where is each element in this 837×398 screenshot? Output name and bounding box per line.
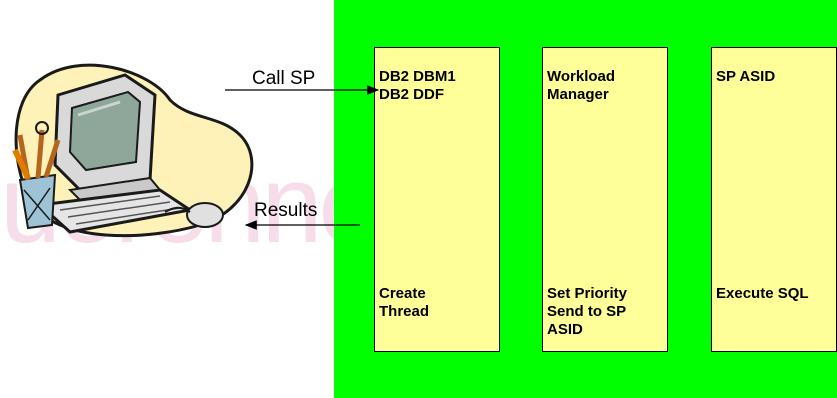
column-wlm: Workload Manager Set Priority Send to SP… — [542, 47, 668, 352]
column-sp-asid: SP ASID Execute SQL — [711, 47, 837, 352]
call-sp-label: Call SP — [252, 68, 316, 89]
db2-title: DB2 DBM1 DB2 DDF — [379, 68, 456, 103]
sp-asid-title: SP ASID — [716, 68, 776, 85]
computer-clipart-icon — [12, 63, 254, 238]
sp-asid-action: Execute SQL — [716, 285, 809, 302]
column-db2: DB2 DBM1 DB2 DDF Create Thread — [374, 47, 500, 352]
wlm-title: Workload Manager — [547, 68, 616, 103]
green-panel: DB2 DBM1 DB2 DDF Create Thread Workload … — [334, 0, 837, 398]
wlm-action: Set Priority Send to SP ASID — [547, 285, 628, 338]
results-label: Results — [254, 200, 318, 221]
db2-action: Create Thread — [379, 285, 430, 320]
